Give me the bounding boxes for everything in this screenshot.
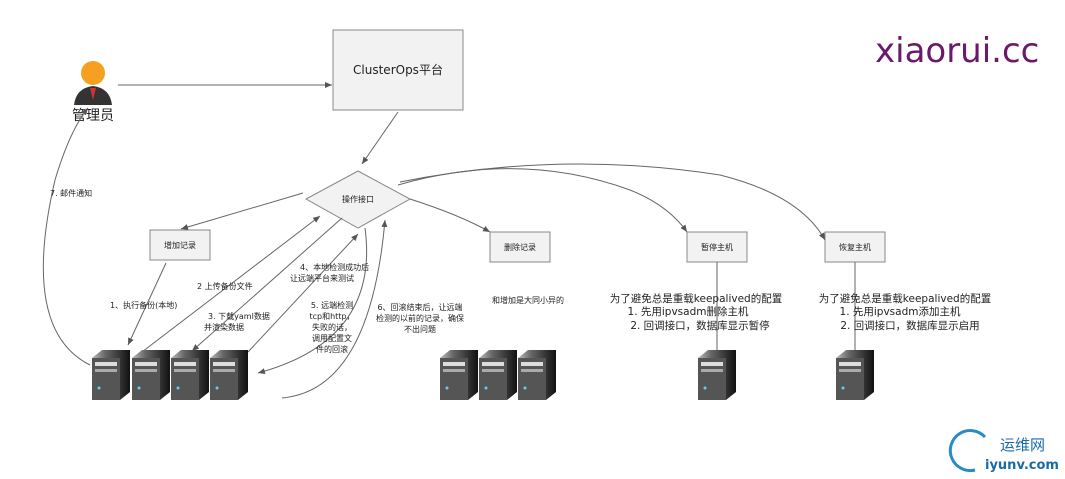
- delete-record-label: 删除记录: [504, 242, 536, 252]
- interface-diamond: [304, 170, 412, 229]
- server-icon: [440, 350, 478, 400]
- connectors: [42, 107, 856, 399]
- svg-text:2. 回调接口，数据库显示启用: 2. 回调接口，数据库显示启用: [840, 319, 979, 332]
- step-3-label-a: 3. 下载yaml数据: [208, 311, 270, 321]
- server-icon: [132, 350, 170, 400]
- svg-text:检测的以前的记录，确保: 检测的以前的记录，确保: [376, 313, 464, 323]
- watermark: xiaorui.cc: [875, 31, 1039, 71]
- pause-host-label: 暂停主机: [701, 242, 733, 252]
- svg-text:2. 回调接口，数据库显示暂停: 2. 回调接口，数据库显示暂停: [630, 319, 769, 332]
- server-icon: [92, 350, 130, 400]
- step-7-label: 7. 邮件通知: [50, 188, 92, 198]
- svg-text:1. 先用ipvsadm删除主机: 1. 先用ipvsadm删除主机: [628, 305, 749, 318]
- resume-note: 为了避免总是重载keepalived的配置 1. 先用ipvsadm添加主机 2…: [819, 292, 991, 332]
- svg-text:调用配置文: 调用配置文: [312, 333, 352, 343]
- step-3-label-b: 并渲染数据: [204, 322, 244, 332]
- step-2-label: 2 上传备份文件: [197, 281, 253, 291]
- interface-label: 操作接口: [342, 194, 374, 204]
- svg-text:5. 远端检测: 5. 远端检测: [311, 300, 353, 310]
- svg-text:iyunv.com: iyunv.com: [985, 458, 1059, 473]
- step-1-label: 1、执行备份(本地): [110, 300, 177, 310]
- iyunv-logo: 运维网 iyunv.com: [948, 429, 1059, 473]
- svg-text:tcp和http，: tcp和http，: [309, 312, 354, 321]
- server-icon: [836, 350, 874, 400]
- add-record-label: 增加记录: [164, 240, 196, 250]
- platform-label: ClusterOps平台: [353, 62, 443, 77]
- pause-note: 为了避免总是重载keepalived的配置 1. 先用ipvsadm删除主机 2…: [610, 292, 782, 332]
- arrow-platform-interface: [361, 111, 399, 165]
- delete-note: 和增加是大同小异的: [492, 295, 564, 305]
- delete-record-box: [489, 231, 551, 263]
- svg-text:不出问题: 不出问题: [404, 324, 436, 334]
- svg-text:1. 先用ipvsadm添加主机: 1. 先用ipvsadm添加主机: [840, 305, 961, 318]
- server-icon: [479, 350, 517, 400]
- svg-text:运维网: 运维网: [1000, 436, 1045, 454]
- platform-box: [332, 29, 464, 111]
- server-icon: [210, 350, 248, 400]
- step-4-label-b: 让远端平台来测试: [290, 273, 354, 283]
- resume-host-label: 恢复主机: [839, 242, 871, 252]
- step-6-label: 6、回滚结束后，让远端 检测的以前的记录，确保 不出问题: [376, 302, 464, 334]
- admin-user-icon: [74, 61, 112, 105]
- svg-text:失败的话，: 失败的话，: [312, 322, 352, 332]
- add-record-box: [149, 229, 211, 261]
- svg-text:6、回滚结束后，让远端: 6、回滚结束后，让远端: [377, 302, 462, 312]
- svg-text:为了避免总是重载keepalived的配置: 为了避免总是重载keepalived的配置: [610, 292, 782, 305]
- svg-text:件的回滚: 件的回滚: [316, 344, 348, 354]
- step-5-label: 5. 远端检测 tcp和http， 失败的话， 调用配置文 件的回滚: [309, 300, 354, 354]
- server-icon: [698, 350, 736, 400]
- server-icon: [518, 350, 556, 400]
- svg-text:为了避免总是重载keepalived的配置: 为了避免总是重载keepalived的配置: [819, 292, 991, 305]
- step-4-label-a: 4、本地检测成功后: [300, 262, 369, 272]
- server-icon: [171, 350, 209, 400]
